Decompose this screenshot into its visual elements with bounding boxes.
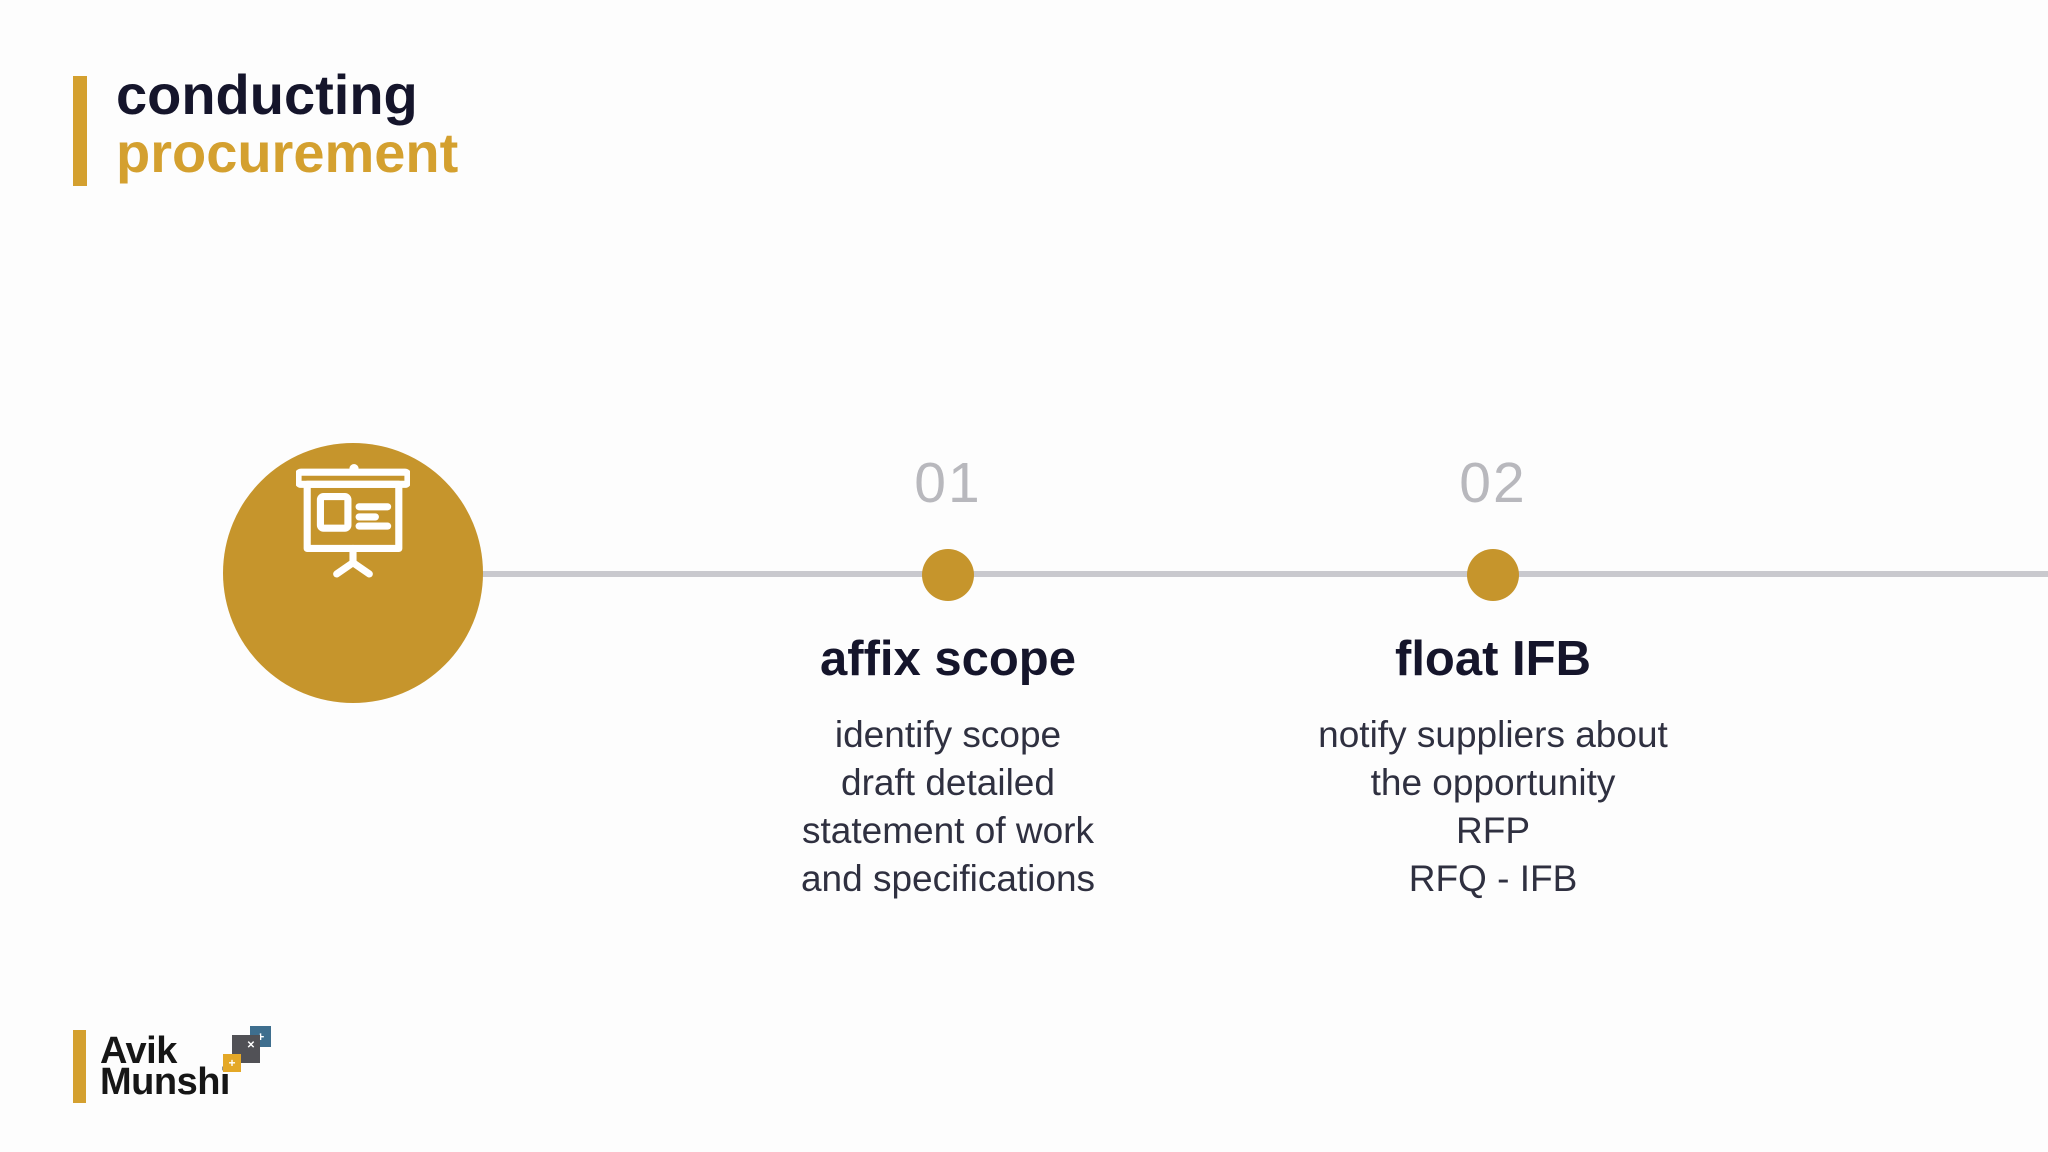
logo-name: Avik Munshi	[100, 1030, 230, 1103]
title-line-1: conducting	[116, 63, 418, 126]
presentation-board-icon	[296, 464, 410, 578]
step-dot	[922, 549, 974, 601]
step-description: notify suppliers about the opportunity R…	[1273, 711, 1713, 903]
step-description-line: draft detailed	[841, 762, 1055, 803]
plus-glyph: +	[228, 1056, 236, 1070]
page-title: conducting procurement	[116, 66, 458, 182]
step-description: identify scope draft detailed statement …	[728, 711, 1168, 903]
step-description-line: and specifications	[800, 858, 1096, 899]
logo-name-line-1: Avik	[100, 1030, 177, 1072]
x-glyph: ✕	[246, 1039, 256, 1051]
timeline-start-node	[223, 443, 483, 703]
logo-mark: + ✕ +	[222, 1024, 274, 1076]
logo-accent-bar	[73, 1030, 86, 1103]
step-title: float IFB	[1395, 632, 1591, 686]
step-dot	[1467, 549, 1519, 601]
title-line-2: procurement	[116, 121, 459, 184]
step-description-line: statement of work	[801, 810, 1094, 851]
step-number: 01	[914, 451, 982, 515]
logo-name-line-2: Munshi	[100, 1061, 230, 1103]
step-number: 02	[1459, 451, 1527, 515]
step-description-line: RFP	[1456, 810, 1530, 851]
step-description-line: notify suppliers about	[1318, 714, 1668, 755]
step-description-line: RFQ - IFB	[1408, 858, 1578, 899]
gold-plus-square-icon: +	[223, 1054, 241, 1072]
title-accent-bar	[73, 76, 87, 186]
step-description-line: identify scope	[834, 714, 1062, 755]
step-title: affix scope	[820, 632, 1076, 686]
timeline-line	[353, 571, 2048, 577]
plus-glyph: +	[256, 1029, 265, 1044]
step-description-line: the opportunity	[1370, 762, 1616, 803]
